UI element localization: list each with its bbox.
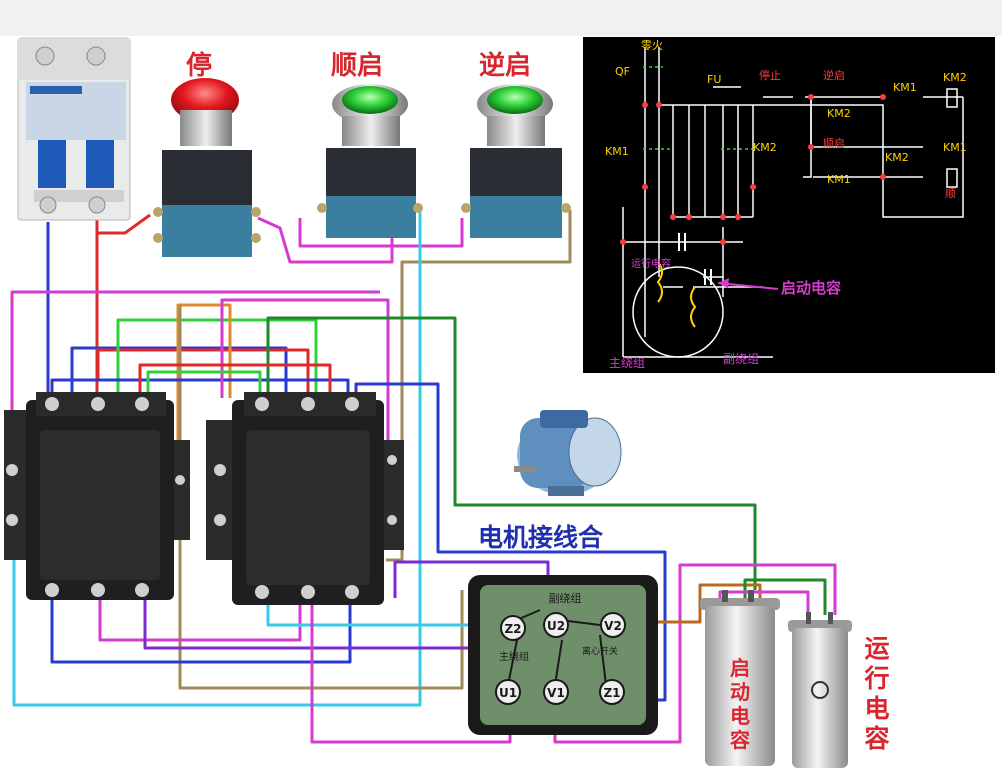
wire-blue-bottom xyxy=(50,598,352,664)
reverse-button-label: 逆启 xyxy=(479,51,532,81)
wire-dkgreen-cap xyxy=(743,578,827,615)
sch-km2-hold: KM2 xyxy=(827,107,851,120)
main-winding-coil xyxy=(656,261,663,303)
sch-aux-winding: 副绕组 xyxy=(723,352,759,366)
circuit-breaker xyxy=(17,37,131,221)
schematic-junctions xyxy=(620,94,886,245)
sch-forward-lamp: 顺 xyxy=(945,187,956,200)
wire-magenta-left xyxy=(10,290,380,440)
wire-red-mid xyxy=(138,363,332,398)
terminal-v1: V1 xyxy=(547,686,565,700)
wire-orange-top xyxy=(176,303,232,460)
schematic-panel: 零火 QF FU 停止 逆启 KM1 KM2 KM2 KM1 KM2 顺启 KM… xyxy=(583,37,995,373)
sch-reverse-start: 逆启 xyxy=(823,68,845,82)
wire-red-to-stop xyxy=(97,213,151,235)
wire-cyan-bottom xyxy=(266,598,505,627)
wire-orange-v2 xyxy=(622,583,762,624)
sch-km2-mid: KM2 xyxy=(885,151,909,164)
junction-box-title: 电机接线合 xyxy=(478,523,604,552)
sch-qf: QF xyxy=(615,65,630,78)
stop-button xyxy=(153,78,261,257)
terminal-z2: Z2 xyxy=(504,622,521,636)
terminal-z1: Z1 xyxy=(603,686,620,700)
sch-start-cap: 启动电容 xyxy=(781,279,841,297)
terminal-u2: U2 xyxy=(547,619,565,633)
reverse-button xyxy=(461,84,571,238)
start-capacitor-label-char: 启 xyxy=(730,656,750,680)
forward-button xyxy=(317,84,423,238)
sch-km2-top: KM2 xyxy=(943,71,967,84)
sch-stop: 停止 xyxy=(759,68,781,82)
sch-km2-right: KM2 xyxy=(753,141,777,154)
wire-tan-rev xyxy=(386,210,572,562)
top-bar xyxy=(0,0,1002,36)
aux-winding-label: 副绕组 xyxy=(549,591,582,605)
sch-single-fire: 零火 xyxy=(641,39,663,52)
start-capacitor-label-char: 容 xyxy=(730,728,750,752)
wire-magenta-buttons-2 xyxy=(298,218,464,248)
centrifugal-switch-label: 离心开关 xyxy=(582,645,618,657)
sch-run-cap: 运行电容 xyxy=(631,257,671,270)
wire-dkgreen-right xyxy=(266,316,757,590)
wire-red-top xyxy=(96,348,310,398)
forward-button-label: 顺启 xyxy=(331,51,384,81)
sch-fu: FU xyxy=(707,73,721,86)
wires xyxy=(10,210,837,744)
sch-km1-left: KM1 xyxy=(605,145,629,158)
sch-main-winding: 主绕组 xyxy=(609,356,645,370)
wire-blue-right xyxy=(354,382,667,702)
contactor-km2 xyxy=(206,392,404,605)
wire-green-mid xyxy=(146,370,262,398)
start-capacitor-label-char: 动 xyxy=(730,680,750,704)
motor-icon xyxy=(514,410,622,496)
junction-box: Z2 U2 V2 U1 V1 Z1 副绕组 主绕组 离心开关 xyxy=(468,575,658,735)
sch-km1-mid: KM1 xyxy=(943,141,967,154)
terminal-u1: U1 xyxy=(499,686,517,700)
start-capacitor: 启动电容 xyxy=(700,590,780,766)
wire-magenta-cap2 xyxy=(718,590,810,615)
control-schematic: 零火 QF FU 停止 逆启 KM1 KM2 KM2 KM1 KM2 顺启 KM… xyxy=(605,39,967,370)
wire-blue-mid xyxy=(50,378,350,398)
main-winding-label: 主绕组 xyxy=(499,650,529,663)
sch-km1-top: KM1 xyxy=(893,81,917,94)
stop-button-label: 停 xyxy=(186,51,213,81)
aux-winding-coil xyxy=(690,286,697,328)
run-capacitor xyxy=(788,612,852,768)
contactor-km1 xyxy=(4,392,190,600)
start-capacitor-label-char: 电 xyxy=(730,704,750,728)
terminal-v2: V2 xyxy=(604,619,622,633)
wire-green-top xyxy=(116,318,318,398)
wire-magenta-mid xyxy=(220,298,390,450)
wire-cyan-fwd xyxy=(12,210,422,707)
schematic-motor xyxy=(632,266,724,358)
sch-forward-start: 顺启 xyxy=(823,137,845,150)
start-capacitor-label: 启动电容 xyxy=(730,656,750,752)
run-capacitor-label: 运行电容 xyxy=(864,634,890,753)
sch-km1-hold: KM1 xyxy=(827,173,851,186)
wire-magenta-bottom xyxy=(98,595,302,642)
